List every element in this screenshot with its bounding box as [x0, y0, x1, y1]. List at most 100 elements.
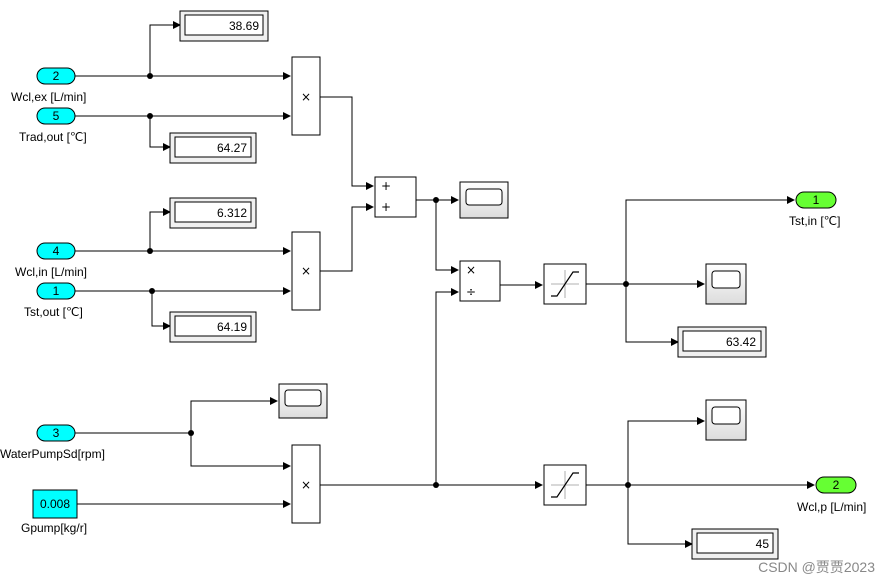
inport-shape [36, 242, 76, 260]
wire-pumpsd-to-scope3 [190, 397, 278, 433]
inport-label: Trad,out [℃] [19, 130, 87, 144]
wire-product3-to-divide [435, 288, 459, 485]
display-window [184, 14, 264, 36]
inport-wcl-ex[interactable]: 2 Wcl,ex [L/min] [11, 67, 86, 104]
product-block[interactable]: × [291, 56, 321, 136]
branch-dot [147, 248, 153, 254]
wire-product2-to-sum [320, 203, 374, 272]
product-sign: × [301, 264, 311, 278]
wire-sum-to-divide [435, 200, 459, 274]
scope-screen-icon [711, 406, 741, 425]
branch-points [147, 73, 631, 488]
display-window [696, 532, 774, 554]
wire-pumpsd-to-product3 [190, 433, 291, 470]
display-block[interactable]: 64.19 [169, 311, 257, 343]
display-block[interactable]: 38.69 [179, 10, 269, 42]
inport-label: WaterPumpSd[rpm] [0, 447, 105, 461]
outport-number: 1 [813, 193, 820, 207]
divide-block[interactable]: × ÷ [459, 260, 501, 302]
multiply-sign: × [466, 263, 476, 277]
inport-label: Wcl,in [L/min] [15, 265, 87, 279]
constant-value: 0.008 [40, 497, 70, 511]
inport-water-pump-sd[interactable]: 3 WaterPumpSd[rpm] [0, 424, 105, 461]
scope-block[interactable] [705, 399, 747, 441]
wire-sat2-to-display-45 [627, 485, 693, 548]
saturation-curve-icon [551, 472, 579, 498]
product-sign: × [301, 478, 311, 492]
product-sign: × [301, 90, 311, 104]
watermark: CSDN @贾贾2023 [758, 559, 875, 575]
inport-label: Wcl,ex [L/min] [11, 90, 86, 104]
saturation-block[interactable] [543, 464, 587, 506]
scope-block[interactable] [278, 383, 328, 419]
display-window [682, 330, 762, 352]
branch-dot [147, 73, 153, 79]
display-block[interactable]: 63.42 [677, 326, 767, 358]
constant-label: Gpump[kg/r] [21, 521, 87, 535]
inport-number: 4 [53, 244, 60, 258]
sum-block[interactable]: + + [374, 176, 417, 218]
saturation-curve-icon [551, 271, 579, 297]
inport-shape [36, 424, 76, 442]
wire-sat2-to-scope4 [627, 417, 705, 485]
product-block[interactable]: × [291, 231, 321, 311]
signal-lines [75, 21, 815, 548]
block-frame [291, 231, 321, 311]
branch-dot [623, 281, 629, 287]
branch-dot [433, 197, 439, 203]
inport-label: Tst,out [℃] [24, 305, 83, 319]
display-value: 64.27 [217, 141, 247, 155]
wire-sat1-to-outport1 [625, 196, 795, 284]
block-frame [291, 56, 321, 136]
branch-dot [188, 430, 194, 436]
inport-wcl-in[interactable]: 4 Wcl,in [L/min] [15, 242, 87, 279]
wire-sat1-to-display-63-42 [625, 284, 679, 346]
scope-block[interactable] [459, 181, 509, 219]
product-block[interactable]: × [291, 444, 321, 524]
outport-tst-in[interactable]: 1 Tst,in [℃] [789, 191, 841, 228]
display-block[interactable]: 64.27 [169, 132, 257, 164]
outport-shape [795, 191, 837, 209]
branch-dot [433, 482, 439, 488]
block-frame [459, 260, 501, 302]
inport-number: 2 [53, 69, 60, 83]
inport-number: 3 [53, 426, 60, 440]
display-window [174, 315, 252, 337]
block-frame [374, 176, 417, 218]
wire-to-display-6-312 [149, 208, 171, 251]
inport-number: 1 [53, 284, 60, 298]
sum-sign-2: + [381, 200, 391, 214]
display-block[interactable]: 6.312 [169, 197, 257, 229]
outport-number: 2 [833, 478, 840, 492]
outport-label: Wcl,p [L/min] [797, 500, 866, 514]
inport-shape [36, 107, 76, 125]
outport-label: Tst,in [℃] [789, 214, 841, 228]
display-value: 64.19 [217, 320, 247, 334]
display-value: 6.312 [217, 206, 247, 220]
display-value: 38.69 [229, 19, 259, 33]
outport-shape [815, 476, 857, 494]
inport-shape [36, 282, 76, 300]
constant-shape [32, 489, 78, 519]
branch-dot [149, 288, 155, 294]
display-window [174, 201, 252, 223]
scope-screen-icon [284, 389, 322, 407]
branch-dot [147, 113, 153, 119]
wire-to-display-64-19 [151, 291, 171, 330]
display-value: 63.42 [726, 335, 756, 349]
scope-block[interactable] [705, 263, 747, 305]
scope-screen-icon [711, 270, 741, 289]
sum-sign-1: + [381, 179, 391, 193]
wire-to-display-64-27 [149, 116, 171, 151]
inport-number: 5 [53, 109, 60, 123]
constant-gpump[interactable]: 0.008 Gpump[kg/r] [21, 489, 87, 535]
inport-trad-out[interactable]: 5 Trad,out [℃] [19, 107, 87, 144]
display-value: 45 [756, 537, 770, 551]
saturation-block[interactable] [543, 263, 587, 305]
outport-wcl-p[interactable]: 2 Wcl,p [L/min] [797, 476, 866, 514]
display-block[interactable]: 45 [691, 528, 779, 560]
branch-dot [625, 482, 631, 488]
inport-shape [36, 67, 76, 85]
inport-tst-out[interactable]: 1 Tst,out [℃] [24, 282, 83, 319]
